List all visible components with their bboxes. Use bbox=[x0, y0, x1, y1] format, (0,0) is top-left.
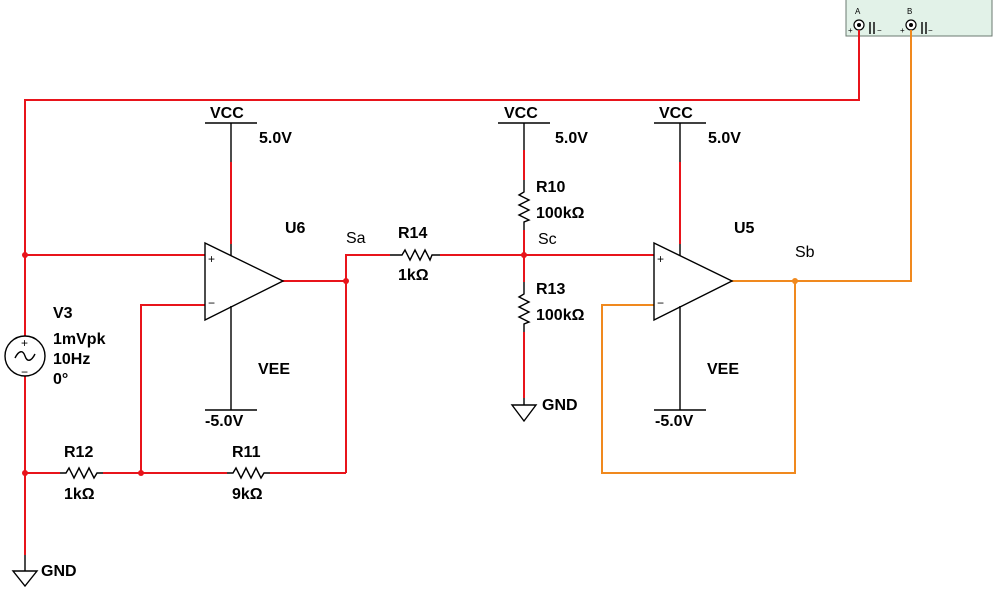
v3-minus-sign: − bbox=[21, 365, 28, 379]
scope-a-minus-sign: − bbox=[877, 26, 882, 35]
resistor-r14[interactable] bbox=[390, 248, 440, 262]
scope-terminal-a[interactable] bbox=[853, 19, 865, 31]
u5-vee-rail bbox=[654, 318, 706, 411]
wire-scope-b bbox=[732, 30, 912, 282]
r10-value: 100kΩ bbox=[536, 205, 585, 222]
scope-channel-a-label: A bbox=[855, 7, 861, 16]
opamp-u6[interactable]: + − bbox=[204, 241, 285, 322]
center-vcc-value: 5.0V bbox=[555, 130, 588, 147]
wire-sa bbox=[345, 254, 390, 281]
r13-name: R13 bbox=[536, 281, 565, 298]
resistor-r10[interactable] bbox=[517, 180, 531, 230]
ground-center-symbol bbox=[510, 398, 538, 423]
u6-label: U6 bbox=[285, 220, 306, 237]
r11-name: R11 bbox=[232, 444, 261, 461]
u6-vee-value: -5.0V bbox=[205, 413, 244, 430]
u6-vee-label: VEE bbox=[258, 361, 290, 378]
u5-label: U5 bbox=[734, 220, 755, 237]
r13-value: 100kΩ bbox=[536, 307, 585, 324]
v3-name: V3 bbox=[53, 305, 73, 322]
oscilloscope[interactable]: A B + − + − bbox=[845, 0, 993, 37]
r14-name: R14 bbox=[398, 225, 427, 242]
scope-b-minus-sign: − bbox=[928, 26, 933, 35]
resistor-r13[interactable] bbox=[517, 282, 531, 332]
wire-u6-output bbox=[282, 280, 347, 473]
scope-a-plus-sign: + bbox=[848, 26, 853, 35]
u5-minus-sign: − bbox=[657, 296, 664, 310]
u6-vcc-label: VCC bbox=[210, 105, 244, 122]
r11-value: 9kΩ bbox=[232, 486, 263, 503]
r12-value: 1kΩ bbox=[64, 486, 95, 503]
wire-scope-a bbox=[24, 30, 860, 555]
u5-vcc-value: 5.0V bbox=[708, 130, 741, 147]
u5-vee-label: VEE bbox=[707, 361, 739, 378]
junctions bbox=[22, 252, 798, 476]
u6-vcc-value: 5.0V bbox=[259, 130, 292, 147]
scope-channel-b-label: B bbox=[907, 7, 912, 16]
u5-vcc-label: VCC bbox=[659, 105, 693, 122]
resistor-r12[interactable] bbox=[60, 466, 103, 480]
r10-name: R10 bbox=[536, 179, 565, 196]
opamp-u5[interactable]: + − bbox=[653, 241, 734, 322]
u6-vee-rail bbox=[205, 318, 257, 411]
center-vcc-rail bbox=[498, 122, 550, 150]
net-label-sc: Sc bbox=[538, 231, 557, 248]
u5-plus-sign: + bbox=[657, 252, 664, 266]
center-vcc-label: VCC bbox=[504, 105, 538, 122]
v3-plus-sign: + bbox=[21, 336, 28, 350]
ground-left-label: GND bbox=[41, 563, 77, 580]
v3-amplitude: 1mVpk bbox=[53, 331, 106, 348]
v3-frequency: 10Hz bbox=[53, 351, 90, 368]
wire-u6-inverting bbox=[140, 304, 205, 473]
wire-u5-feedback bbox=[601, 281, 796, 474]
u5-vee-value: -5.0V bbox=[655, 413, 694, 430]
red-wires bbox=[24, 30, 860, 555]
u6-plus-sign: + bbox=[208, 252, 215, 266]
net-label-sb: Sb bbox=[795, 244, 815, 261]
u5-vcc-rail bbox=[654, 122, 706, 162]
ac-source-v3[interactable]: + − bbox=[4, 335, 46, 379]
ground-center-label: GND bbox=[542, 397, 578, 414]
orange-wires bbox=[601, 30, 912, 474]
r12-name: R12 bbox=[64, 444, 93, 461]
u6-minus-sign: − bbox=[208, 296, 215, 310]
ground-left-symbol bbox=[11, 555, 39, 588]
u6-vcc-rail bbox=[205, 122, 257, 162]
scope-terminal-b[interactable] bbox=[905, 19, 917, 31]
r14-value: 1kΩ bbox=[398, 267, 429, 284]
scope-b-plus-sign: + bbox=[900, 26, 905, 35]
resistor-r11[interactable] bbox=[227, 466, 270, 480]
net-label-sa: Sa bbox=[346, 230, 366, 247]
v3-phase: 0° bbox=[53, 371, 68, 388]
